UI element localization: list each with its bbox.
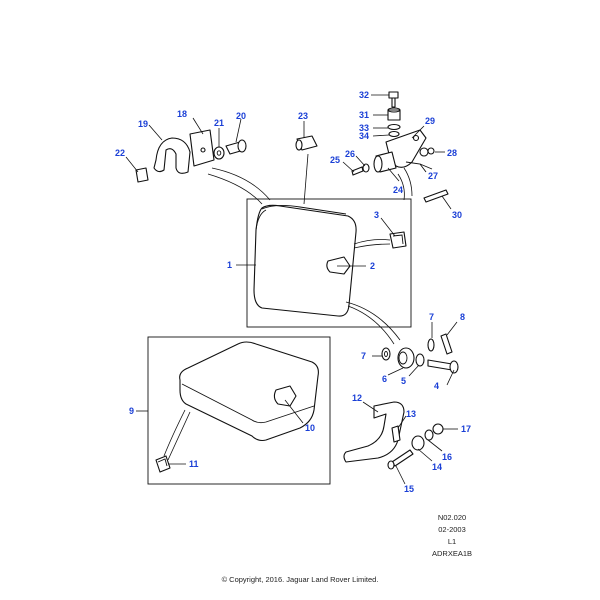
washer-34-part: [388, 130, 400, 138]
washer-33-part: [387, 123, 401, 131]
callout-33: 33: [359, 123, 369, 133]
callout-4: 4: [434, 381, 439, 391]
diagram-ref: N02.020: [438, 513, 466, 522]
callout-34: 34: [359, 131, 369, 141]
washer-5-part: [415, 353, 425, 367]
stud-13-part: [391, 425, 401, 443]
washer-16-part: [424, 429, 434, 441]
bolt-20-part: [225, 139, 247, 155]
connection-lines: [163, 153, 413, 461]
callout-20: 20: [236, 111, 246, 121]
mirror-glass-part: [179, 341, 319, 442]
bolt-15-part: [387, 449, 414, 470]
callout-3: 3: [374, 210, 379, 220]
callout-9: 9: [129, 406, 134, 416]
callout-19: 19: [138, 119, 148, 129]
glass-cap-part: [273, 385, 297, 407]
pin-30-part: [423, 189, 449, 203]
callout-27: 27: [428, 171, 438, 181]
plate-18-part: [189, 129, 215, 167]
nut-22-part: [135, 167, 149, 183]
callout-16: 16: [442, 452, 452, 462]
callout-5: 5: [401, 376, 406, 386]
mirror-head-frame: [246, 198, 412, 328]
bush-14-part: [411, 435, 425, 451]
callout-13: 13: [406, 409, 416, 419]
screw-32-part: [388, 91, 399, 108]
mirror-head-part: [253, 204, 357, 317]
callout-15: 15: [404, 484, 414, 494]
leader-lines: [125, 94, 458, 485]
mirror-cap-part: [326, 256, 351, 275]
diagram-code: ADRXEA1B: [432, 549, 472, 558]
pin-8-part: [440, 333, 453, 355]
nut-17-part: [432, 423, 444, 435]
pivot-24-part: [373, 151, 397, 173]
callout-32: 32: [359, 90, 369, 100]
copyright-text: © Copyright, 2016. Jaguar Land Rover Lim…: [222, 575, 379, 584]
callout-7a: 7: [361, 351, 366, 361]
callout-14: 14: [432, 462, 442, 472]
washer-7b-part: [427, 338, 435, 352]
callouts: 1 2 3 4 5 6 7 7 8 9 10 11 12 13 14 15 16…: [115, 90, 471, 494]
bush-31-part: [387, 107, 401, 121]
reference-block: N02.020 02-2003 L1 ADRXEA1B: [432, 513, 472, 558]
washer-21-part: [213, 146, 225, 160]
callout-10: 10: [305, 423, 315, 433]
bracket-19-part: [153, 137, 191, 174]
sleeve-23-part: [295, 135, 318, 151]
bolt-4-part: [427, 359, 459, 374]
callout-11: 11: [189, 459, 199, 469]
callout-8: 8: [460, 312, 465, 322]
callout-26: 26: [345, 149, 355, 159]
callout-21: 21: [214, 118, 224, 128]
callout-31: 31: [359, 110, 369, 120]
callout-6: 6: [382, 374, 387, 384]
callout-18: 18: [177, 109, 187, 119]
callout-7b: 7: [429, 312, 434, 322]
callout-2: 2: [370, 261, 375, 271]
bracket-12-part: [343, 401, 405, 463]
callout-17: 17: [461, 424, 471, 434]
callout-25: 25: [330, 155, 340, 165]
callout-23: 23: [298, 111, 308, 121]
clip-part: [389, 231, 407, 249]
callout-1: 1: [227, 260, 232, 270]
callout-24: 24: [393, 185, 403, 195]
nut-28-part: [419, 147, 435, 157]
bush-6-part: [397, 347, 415, 369]
diagram-date: 02-2003: [438, 525, 466, 534]
washer-7-part: [381, 347, 391, 361]
callout-28: 28: [447, 148, 457, 158]
diagram-level: L1: [448, 537, 456, 546]
callout-22: 22: [115, 148, 125, 158]
small-clip-part: [155, 455, 171, 473]
mirror-glass-frame: [147, 336, 331, 485]
callout-29: 29: [425, 116, 435, 126]
callout-12: 12: [352, 393, 362, 403]
bolt-25-part: [351, 166, 364, 176]
callout-30: 30: [452, 210, 462, 220]
